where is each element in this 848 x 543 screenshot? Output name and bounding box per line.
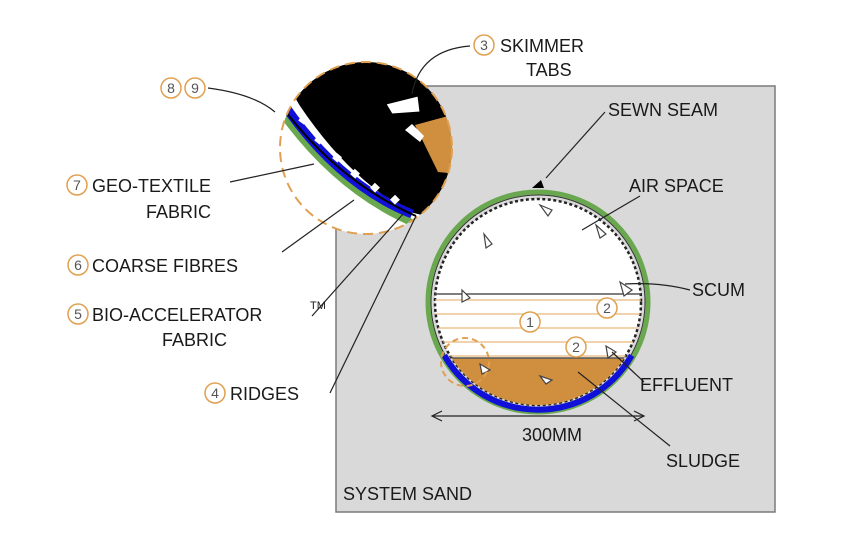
label-effluent: EFFLUENT <box>640 375 733 395</box>
leader-effluent <box>611 351 645 383</box>
svg-text:1: 1 <box>526 314 534 330</box>
svg-text:5: 5 <box>74 306 82 322</box>
badge-geo: 7 <box>66 174 88 196</box>
svg-text:6: 6 <box>74 257 82 273</box>
width-dimension <box>430 410 646 422</box>
svg-text:2: 2 <box>603 300 611 316</box>
leader-bio <box>311 213 404 317</box>
badge-bio: 5 <box>67 303 89 325</box>
badge-skimmer: 3 <box>473 34 495 56</box>
zone-1-marker: 1 <box>519 311 541 333</box>
svg-text:3: 3 <box>480 37 488 53</box>
svg-text:8: 8 <box>167 80 175 96</box>
label-skimmer-line2: TABS <box>526 60 572 80</box>
label-geo-line2: FABRIC <box>146 202 211 222</box>
badge-9: 9 <box>184 77 206 99</box>
leader-sewn-seam <box>545 111 606 179</box>
zoom-white-gap <box>405 124 424 142</box>
badge-8: 8 <box>160 77 182 99</box>
svg-text:9: 9 <box>191 80 199 96</box>
skimmer-tabs <box>461 203 634 385</box>
leader-geo <box>229 163 315 183</box>
pipe-blue-layer <box>441 353 635 413</box>
leader-skimmer <box>411 45 471 95</box>
label-ridges: RIDGES <box>230 384 299 404</box>
detail-callout-circle <box>440 337 490 387</box>
zone-2a-marker: 2 <box>596 297 618 319</box>
zoom-skimmer-tab <box>385 95 421 115</box>
label-bio-tm: TM <box>310 300 326 312</box>
leader-sludge <box>577 371 671 447</box>
label-system-sand: SYSTEM SAND <box>343 484 472 504</box>
svg-text:4: 4 <box>211 385 219 401</box>
label-coarse: COARSE FIBRES <box>92 256 238 276</box>
label-width: 300MM <box>522 425 582 445</box>
leader-coarse <box>281 199 355 253</box>
sewn-seam-marker <box>532 180 544 188</box>
label-sludge: SLUDGE <box>666 451 740 471</box>
badge-ridges: 4 <box>204 382 226 404</box>
badge-coarse: 6 <box>67 254 89 276</box>
leader-ridges <box>329 215 417 394</box>
leader-lines <box>207 45 691 447</box>
zone-2b-marker: 2 <box>565 336 587 358</box>
leader-scum <box>624 283 691 291</box>
zoom-sludge <box>415 110 452 175</box>
label-sewn-seam: SEWN SEAM <box>608 100 718 120</box>
label-skimmer-line1: SKIMMER <box>500 36 584 56</box>
label-air-space: AIR SPACE <box>629 176 724 196</box>
label-bio-line2: FABRIC <box>162 330 227 350</box>
zoom-outline <box>279 61 453 235</box>
svg-text:2: 2 <box>572 339 580 355</box>
zoom-ridges <box>298 114 400 205</box>
label-bio-line1: BIO-ACCELERATOR <box>92 305 262 325</box>
zoom-detail <box>279 61 453 235</box>
leader-air-space <box>581 195 641 231</box>
label-scum: SCUM <box>692 280 745 300</box>
svg-text:7: 7 <box>73 177 81 193</box>
label-geo-line1: GEO-TEXTILE <box>92 176 211 196</box>
leader-8-9 <box>207 87 276 113</box>
